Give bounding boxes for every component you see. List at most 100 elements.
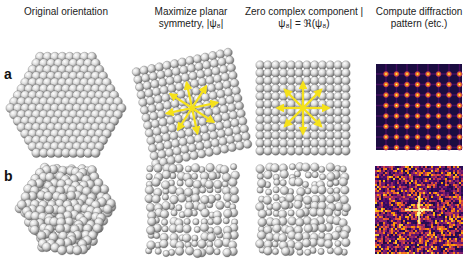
pattern-pixel [455,192,457,194]
atom-sphere [193,249,202,258]
pattern-pixel [455,180,457,182]
pattern-pixel [409,190,411,192]
pattern-pixel [443,172,445,174]
pattern-pixel [431,178,433,180]
atom-plane [256,162,351,255]
atom-sphere [334,92,343,101]
pattern-pixel [447,194,449,196]
atom-sphere [184,188,193,197]
pattern-pixel [431,186,433,188]
pattern-pixel [377,172,379,174]
pattern-pixel [387,190,389,192]
atom-sphere [342,115,351,124]
pattern-pixel [427,190,429,192]
atom-sphere [318,69,327,78]
pattern-pixel [403,166,405,168]
pattern-pixel [455,166,457,168]
pattern-pixel [437,166,439,168]
atom-sphere [334,247,343,256]
pattern-pixel [387,184,389,186]
pattern-pixel [457,182,459,184]
symmetry-arrow [303,108,321,126]
diffraction-spot [446,102,453,109]
pattern-pixel [395,178,397,180]
diffraction-spot [446,134,453,141]
atom-sphere [326,163,335,172]
pattern-pixel [379,192,381,194]
pattern-pixel [439,168,441,170]
diffraction-spot [404,92,411,99]
pattern-pixel [421,182,423,184]
pattern-pixel [443,168,445,170]
atom-sphere [256,165,265,174]
pattern-pixel [449,184,451,186]
atom-sphere [256,84,265,93]
pattern-pixel [389,176,391,178]
pattern-pixel [383,188,385,190]
pattern-pixel [433,180,435,182]
pattern-pixel [457,180,459,182]
pattern-pixel [389,180,391,182]
pattern-pixel [415,176,417,178]
pattern-pixel [441,168,443,170]
pattern-pixel [447,186,449,188]
pattern-pixel [409,170,411,172]
pattern-pixel [457,172,459,174]
pattern-pixel [381,196,383,198]
pattern-pixel [387,196,389,198]
pattern-pixel [437,172,439,174]
pattern-pixel [377,186,379,188]
diffraction-spot [404,81,411,88]
pattern-pixel [385,186,387,188]
pattern-pixel [439,186,441,188]
atom-sphere [57,246,66,255]
pattern-pixel [431,180,433,182]
pattern-pixel [407,184,409,186]
pattern-pixel [379,188,381,190]
atom-sphere [327,173,336,182]
pattern-pixel [413,168,415,170]
pattern-pixel [431,172,433,174]
pattern-pixel [415,192,417,194]
atom-sphere [258,210,267,219]
pattern-pixel [391,190,393,192]
pattern-pixel [449,182,451,184]
pattern-pixel [395,196,397,198]
atom-sphere [287,84,296,93]
pattern-pixel [433,172,435,174]
pattern-pixel [423,172,425,174]
atom-sphere [274,179,280,185]
diffraction-spot [456,71,463,78]
pattern-pixel [449,188,451,190]
pattern-pixel [381,188,383,190]
pattern-pixel [455,178,457,180]
pattern-pixel [421,174,423,176]
atom-sphere [273,194,279,200]
pattern-pixel [375,190,377,192]
pattern-pixel [461,194,463,196]
symmetry-arrows [277,82,329,134]
pattern-pixel [445,182,447,184]
pattern-pixel [385,172,387,174]
pattern-pixel [461,172,463,174]
pattern-pixel [441,190,443,192]
pattern-pixel [461,184,463,186]
pattern-pixel [387,166,389,168]
pattern-pixel [451,178,453,180]
atom-sphere [303,196,312,205]
atom-sphere [339,178,348,187]
pattern-pixel [405,182,407,184]
pattern-pixel [393,170,395,172]
atom-sphere [214,249,220,255]
atom-sphere [294,242,303,251]
pattern-pixel [461,178,463,180]
atom-sphere [205,180,214,189]
atom-sphere [305,172,311,178]
pattern-pixel [417,184,419,186]
pattern-pixel [381,180,383,182]
atom-sphere [334,123,343,132]
pattern-pixel [407,168,409,170]
diffraction-spot [425,71,432,78]
pattern-pixel [393,174,395,176]
pattern-pixel [453,182,455,184]
